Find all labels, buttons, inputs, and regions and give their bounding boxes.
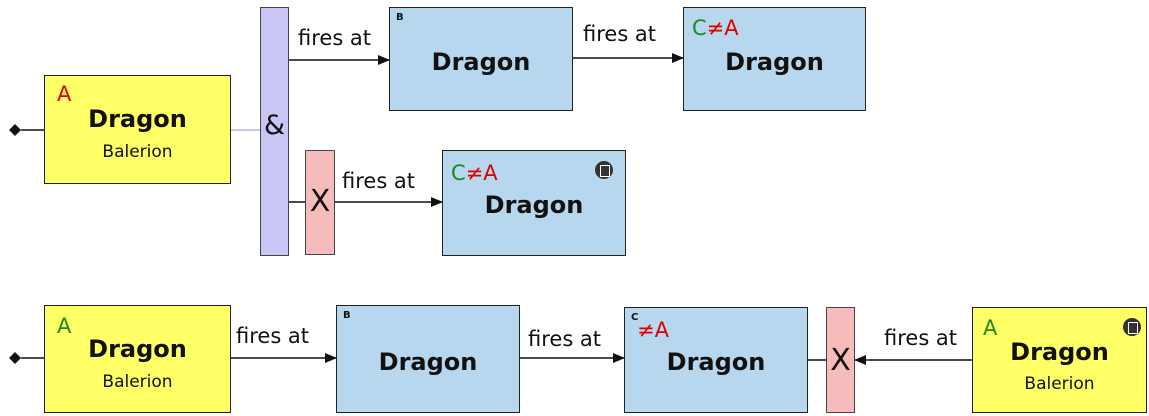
bottom-x-gate-label: X [830, 343, 851, 378]
top-target-b[interactable]: B Dragon [389, 7, 573, 111]
bottom-source-node[interactable]: A Dragon Balerion [44, 305, 231, 413]
top-diamond-connector-icon [9, 124, 21, 136]
top-edge-label-2: fires at [583, 22, 657, 46]
top-target-c[interactable]: C≠A Dragon [683, 7, 866, 111]
top-target-c2-title: Dragon [484, 191, 584, 219]
top-target-c2-tag: C≠A [451, 163, 498, 184]
top-source-title: Dragon [88, 105, 187, 133]
top-target-c2[interactable]: C≠A Dragon [442, 150, 626, 256]
bottom-edge-label-2: fires at [528, 327, 602, 351]
top-source-tag: A [57, 82, 72, 106]
top-target-c-title: Dragon [725, 48, 824, 76]
top-edge-label-1: fires at [298, 26, 372, 50]
top-target-c-tag-c: C [692, 16, 707, 40]
bottom-source-right-title: Dragon [1010, 338, 1109, 366]
top-target-c2-tag-neq: ≠A [465, 161, 498, 185]
bottom-x-gate[interactable]: X [826, 307, 855, 413]
bottom-edge-label-1: fires at [236, 324, 310, 348]
top-target-c2-tag-c: C [451, 161, 466, 185]
bottom-source-title: Dragon [88, 335, 187, 363]
bottom-target-c-tag-c: C [631, 312, 639, 323]
bottom-edge-label-3: fires at [884, 326, 958, 350]
bottom-source-right-subtitle: Balerion [1024, 374, 1095, 394]
top-target-c-tag: C≠A [692, 18, 739, 39]
and-gate-label: & [263, 110, 286, 141]
bottom-source-right-node[interactable]: A Dragon Balerion [972, 307, 1147, 413]
top-target-c-tag-neq: ≠A [706, 16, 739, 40]
top-source-subtitle: Balerion [102, 142, 173, 162]
top-x-gate[interactable]: X [305, 150, 335, 255]
bottom-source-subtitle: Balerion [102, 372, 173, 392]
top-source-node[interactable]: A Dragon Balerion [44, 75, 231, 184]
bottom-target-c-tag-neq: ≠A [637, 318, 669, 342]
top-x-gate-label: X [309, 184, 331, 219]
top-target-b-title: Dragon [431, 48, 531, 76]
bottom-target-b-title: Dragon [378, 348, 478, 376]
bottom-target-c-title: Dragon [666, 348, 766, 376]
top-and-gate[interactable]: & [260, 7, 289, 256]
bottom-source-right-tag: A [983, 316, 998, 340]
bottom-target-c[interactable]: C ≠A Dragon [624, 307, 808, 413]
bottom-target-b[interactable]: B Dragon [336, 305, 520, 413]
bottom-target-b-tag: B [343, 310, 351, 321]
top-edge-label-3: fires at [342, 169, 416, 193]
bottom-diamond-connector-icon [9, 352, 21, 364]
top-target-b-tag: B [396, 12, 404, 23]
bottom-source-tag: A [57, 314, 72, 338]
bottom-document-badge-icon[interactable] [1123, 318, 1141, 336]
top-document-badge-icon[interactable] [595, 161, 613, 179]
